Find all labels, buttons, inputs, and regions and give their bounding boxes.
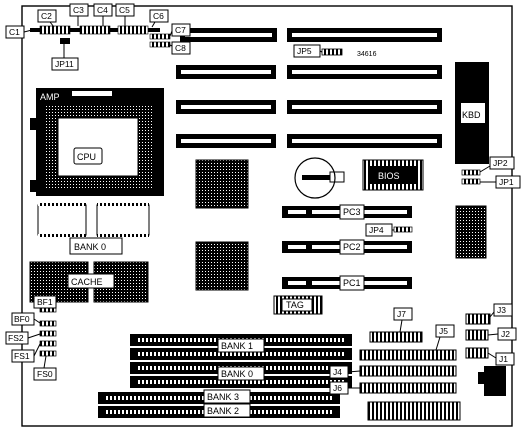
kbd-label: KBD [462, 110, 481, 120]
callout-j3: J3 [497, 305, 506, 315]
callout-c3: C3 [73, 5, 84, 15]
callout-j1: J1 [499, 354, 508, 364]
bank0-tag [217, 366, 265, 381]
jp5-jumper [321, 48, 343, 56]
chipset [195, 159, 487, 291]
simm-bank1-label: BANK 1 [221, 341, 253, 351]
top-jumper-strip [30, 25, 171, 48]
cache-label: CACHE [71, 277, 103, 287]
callout-bf0: BF0 [14, 314, 30, 324]
slot-right-4 [287, 134, 442, 148]
bios-chip: BIOS [362, 159, 424, 191]
pc1-tag [339, 275, 365, 291]
slot-right-3 [287, 100, 442, 114]
slot-left-4 [176, 134, 276, 148]
amp-label: AMP [40, 92, 60, 102]
pc3-label: PC3 [343, 207, 361, 217]
battery [294, 157, 345, 199]
board-number: 34616 [357, 51, 377, 58]
callout-c2: C2 [41, 11, 52, 21]
pc3-tag [339, 204, 365, 220]
bank3-tag [203, 389, 251, 404]
cache-bank0-label: BANK 0 [74, 242, 106, 252]
pc2-tag [339, 239, 365, 255]
slot-right-2 [287, 65, 442, 79]
callout-c6: C6 [153, 11, 164, 21]
cache-bank: BANK 0 CACHE [29, 203, 150, 303]
tag-chip: TAG [273, 295, 323, 315]
callout-j7: J7 [397, 309, 406, 319]
jp1-jumper [461, 178, 481, 185]
pc1-label: PC1 [343, 278, 361, 288]
callout-j6: J6 [333, 383, 342, 393]
callout-c1: C1 [9, 27, 20, 37]
callout-fs2: FS2 [8, 333, 24, 343]
jp4-jumper [393, 226, 413, 233]
slot-left-1 [180, 28, 277, 42]
callout-jp5: JP5 [297, 46, 312, 56]
keyboard-connector: KBD [455, 62, 489, 164]
slot-right-1 [287, 28, 442, 42]
callout-jp4: JP4 [369, 225, 384, 235]
callout-c8: C8 [175, 43, 186, 53]
pc2-label: PC2 [343, 242, 361, 252]
simm-bank0-label: BANK 0 [221, 369, 253, 379]
callout-fs1: FS1 [14, 351, 30, 361]
cpu-label: CPU [77, 152, 96, 162]
callout-fs0: FS0 [37, 369, 53, 379]
callout-c7: C7 [175, 25, 186, 35]
cpu-socket: AMP CPU [30, 88, 164, 196]
bios-label: BIOS [378, 171, 400, 181]
bank1-tag [217, 338, 265, 353]
callout-c5: C5 [119, 5, 130, 15]
callout-j2: J2 [501, 329, 510, 339]
callout-bf1: BF1 [37, 297, 53, 307]
jp2-jumper [461, 169, 481, 176]
callout-jp2: JP2 [493, 158, 508, 168]
io-connectors [359, 331, 461, 421]
callout-c4: C4 [97, 5, 108, 15]
callout-jp11: JP11 [55, 59, 74, 69]
expansion-slots [176, 28, 442, 148]
callout-j5: J5 [439, 326, 448, 336]
simm-bank3-label: BANK 3 [207, 392, 239, 402]
slot-left-2 [176, 65, 276, 79]
bank2-tag [203, 403, 251, 418]
callout-jp1: JP1 [499, 177, 514, 187]
simm-bank2-label: BANK 2 [207, 406, 239, 416]
slot-left-3 [176, 100, 276, 114]
bf-fs-jumpers [39, 306, 57, 357]
right-connectors [465, 313, 506, 396]
callouts: C1 C2 C3 C4 C5 C6 C7 C8 JP11 JP5 JP4 [5, 3, 521, 395]
callout-j4: J4 [333, 367, 342, 377]
tag-label: TAG [286, 300, 304, 310]
